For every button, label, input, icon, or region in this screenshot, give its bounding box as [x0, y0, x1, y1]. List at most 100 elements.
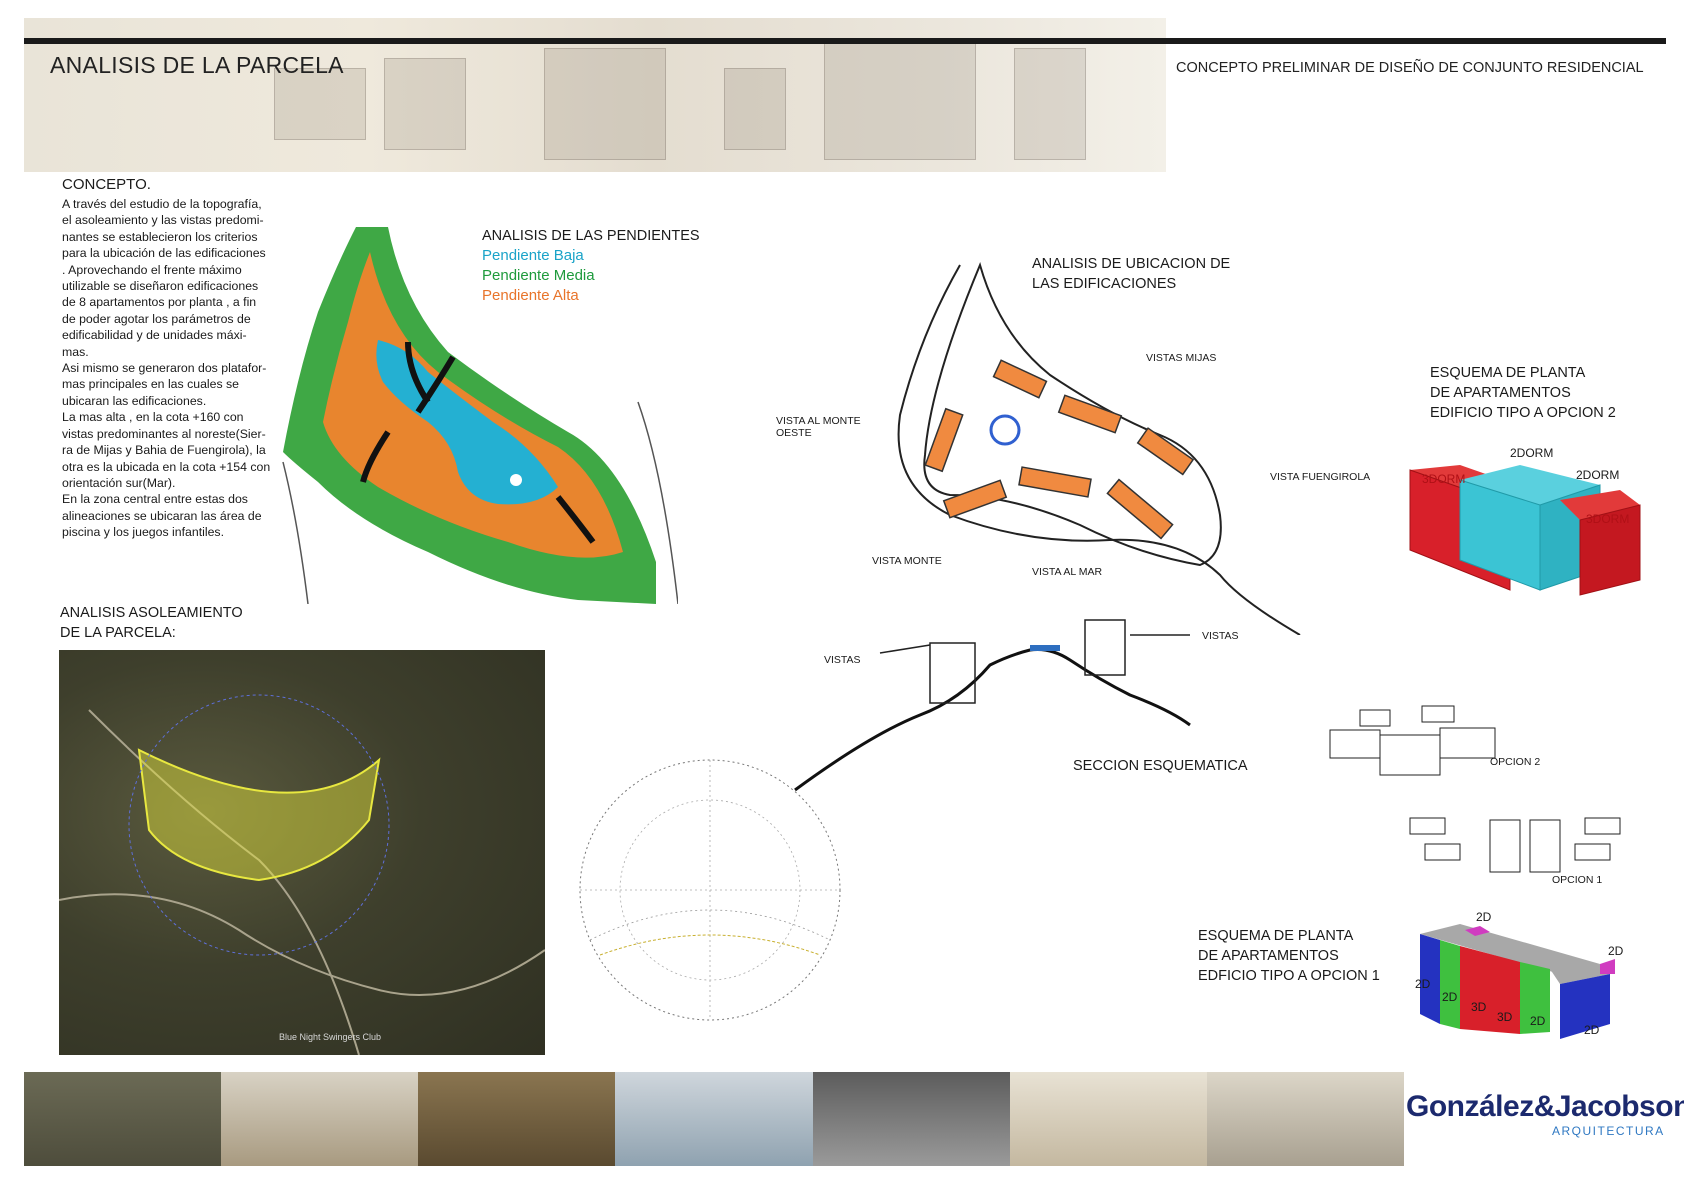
block-red-right-top — [1560, 490, 1640, 520]
logo-name: González&Jacobson — [1406, 1090, 1684, 1123]
block-cyan-top — [1460, 465, 1600, 505]
section-sketch — [794, 619, 1191, 792]
section-pool — [1030, 645, 1060, 651]
aerial-overlay — [59, 694, 545, 1055]
block-blue-right — [1560, 974, 1610, 1039]
road-line — [282, 461, 309, 604]
aerial-map-label: Blue Night Swingers Club — [279, 1032, 382, 1042]
block-green-left — [1440, 940, 1460, 1029]
view-monte-oeste-label: VISTA AL MONTE OESTE — [776, 415, 861, 439]
strip-photo — [221, 1072, 419, 1166]
view-arrow-west — [360, 430, 391, 483]
access-road-outer — [897, 264, 1301, 635]
view-mijas-label: VISTAS MIJAS — [1146, 352, 1217, 364]
block-blue-left — [1420, 934, 1440, 1024]
strip-photo — [615, 1072, 813, 1166]
option2-room — [1329, 729, 1381, 759]
survey-marker — [510, 474, 522, 486]
slopes-title: ANALISIS DE LAS PENDIENTES — [482, 228, 700, 244]
scheme2-label-3dorm-a: 3DORM — [1422, 472, 1466, 486]
strip-photo — [1206, 1072, 1404, 1166]
option1-room — [1409, 817, 1446, 835]
section-view-arrow-left — [879, 644, 931, 654]
sun-diagram-axes — [580, 760, 840, 1020]
slope-zone-low — [376, 340, 558, 505]
building-block — [924, 407, 964, 473]
page-title: ANALISIS DE LA PARCELA — [50, 52, 344, 78]
strip-photo — [24, 1072, 222, 1166]
platform-outline — [923, 261, 1222, 567]
option2-room — [1379, 734, 1441, 776]
option1-room — [1424, 843, 1461, 861]
concept-text: A través del estudio de la topografía, e… — [62, 197, 271, 540]
scheme2-label-3dorm-b: 3DORM — [1586, 512, 1630, 526]
terrain-line — [794, 648, 1191, 792]
building-block — [1106, 478, 1174, 540]
aerial-road — [88, 709, 360, 1055]
logo-sub: ARQUITECTURA — [1552, 1124, 1665, 1138]
strip-photo — [812, 1072, 1010, 1166]
option1-label: OPCION 1 — [1552, 874, 1603, 886]
scheme1-label-d: 2D — [1442, 990, 1458, 1004]
building-block — [942, 479, 1008, 519]
pool-icon — [989, 414, 1021, 446]
scheme2-diagram — [1409, 465, 1641, 596]
option2-room — [1439, 727, 1496, 759]
section-building-left — [929, 642, 976, 704]
legend-mid: Pendiente Media — [482, 267, 595, 284]
strip-photo — [1009, 1072, 1207, 1166]
block-green-right — [1520, 962, 1550, 1034]
option1-room — [1574, 843, 1611, 861]
view-arrow-south — [555, 495, 596, 544]
section-title: SECCION ESQUEMATICA — [1073, 758, 1248, 774]
scheme1-label-h: 2D — [1584, 1023, 1600, 1037]
aerial-road — [59, 893, 545, 996]
option1-room — [1584, 817, 1621, 835]
section-building-right — [1084, 619, 1126, 676]
scheme2-title: ESQUEMA DE PLANTA DE APARTAMENTOS EDIFIC… — [1430, 365, 1616, 421]
company-logo: González&Jacobson ARQUITECTURA — [1406, 1090, 1684, 1150]
building-block — [1057, 394, 1123, 434]
sun-title: ANALISIS ASOLEAMIENTO DE LA PARCELA: — [60, 605, 243, 641]
page-subtitle: CONCEPTO PRELIMINAR DE DISEÑO DE CONJUNT… — [1176, 60, 1644, 76]
scheme1-label-c: 2D — [1415, 977, 1431, 991]
block-red — [1460, 946, 1520, 1034]
scheme1-diagram — [1420, 924, 1615, 1039]
location-title: ANALISIS DE UBICACION DE LAS EDIFICACION… — [1032, 256, 1231, 292]
sun-diagram — [579, 759, 841, 1021]
roof — [1420, 924, 1600, 974]
sun-path-circle — [128, 694, 390, 956]
sun-path-band — [137, 748, 381, 882]
section-views-right: VISTAS — [1202, 630, 1239, 642]
option1-room — [1489, 819, 1521, 873]
scheme1-title: ESQUEMA DE PLANTA DE APARTAMENTOS EDFICI… — [1198, 928, 1380, 984]
view-mar-label: VISTA AL MAR — [1032, 566, 1103, 578]
sun-diagram-arc — [589, 909, 831, 941]
slope-map — [282, 227, 678, 604]
concept-title: CONCEPTO. — [62, 176, 151, 193]
scheme2-label-2dorm-a: 2DORM — [1510, 446, 1554, 460]
sun-diagram-arc-highlight — [599, 934, 821, 956]
scheme2-label-2dorm-b: 2DORM — [1576, 468, 1620, 482]
scheme1-label-a: 2D — [1476, 910, 1492, 924]
header-rule — [24, 38, 1666, 44]
option2-room — [1359, 709, 1391, 727]
building-block — [992, 359, 1048, 399]
scheme1-label-e: 3D — [1471, 1000, 1487, 1014]
block-red-right — [1579, 504, 1641, 596]
option1-room — [1529, 819, 1561, 873]
view-arrow-northeast — [415, 355, 456, 414]
road-line-east — [637, 401, 678, 604]
aerial-photo: Blue Night Swingers Club — [59, 650, 545, 1055]
section-views-left: VISTAS — [824, 654, 861, 666]
strip-photo — [418, 1072, 616, 1166]
building-block — [1136, 427, 1195, 476]
view-fuengirola-label: VISTA FUENGIROLA — [1270, 471, 1371, 483]
building-blocks — [924, 359, 1195, 540]
bottom-image-strip — [24, 1072, 1404, 1166]
block-magenta-top — [1465, 926, 1490, 936]
building-block — [1018, 466, 1092, 498]
option2-room — [1421, 705, 1455, 723]
view-arrow-north — [405, 341, 431, 404]
scheme1-label-f: 3D — [1497, 1010, 1513, 1024]
